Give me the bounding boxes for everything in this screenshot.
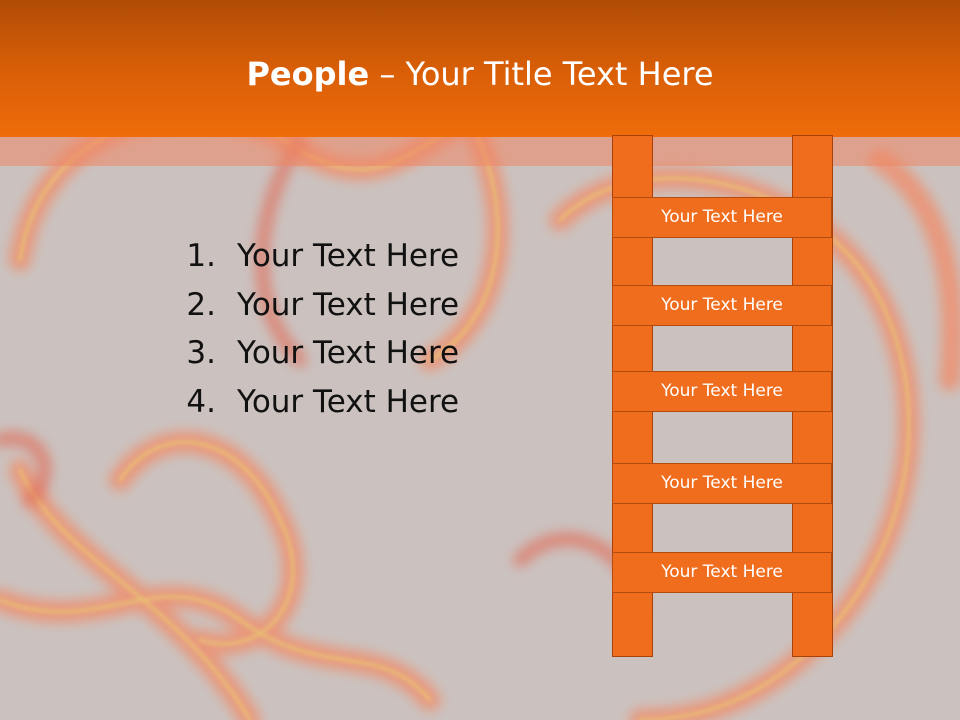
list-text: Your Text Here xyxy=(237,335,460,371)
list-number: 2. xyxy=(186,286,216,323)
ladder-rung[interactable]: Your Text Here xyxy=(612,371,832,412)
list-number: 1. xyxy=(186,238,216,274)
title-bar xyxy=(0,0,960,137)
list-item: 3. Your Text Here xyxy=(150,329,459,378)
slide-title[interactable]: People – Your Title Text Here xyxy=(0,52,960,96)
list-number: 3. xyxy=(186,335,216,371)
title-rest-text: – Your Title Text Here xyxy=(369,55,714,93)
ladder-rung[interactable]: Your Text Here xyxy=(612,285,832,326)
list-item: 1. Your Text Here xyxy=(150,232,459,281)
list-item: 2. Your Text Here xyxy=(150,281,459,330)
list-text: Your Text Here xyxy=(237,238,460,274)
ladder-rung[interactable]: Your Text Here xyxy=(612,552,832,593)
list-number: 4. xyxy=(186,383,216,420)
title-bold-text: People xyxy=(246,55,370,93)
numbered-list[interactable]: 1. Your Text Here 2. Your Text Here 3. Your… xyxy=(150,232,459,426)
list-text: Your Text Here xyxy=(237,286,460,323)
ladder-rung[interactable]: Your Text Here xyxy=(612,197,832,238)
list-item: 4. Your Text Here xyxy=(150,378,459,427)
ladder-rung[interactable]: Your Text Here xyxy=(612,463,832,504)
list-text: Your Text Here xyxy=(237,383,460,420)
